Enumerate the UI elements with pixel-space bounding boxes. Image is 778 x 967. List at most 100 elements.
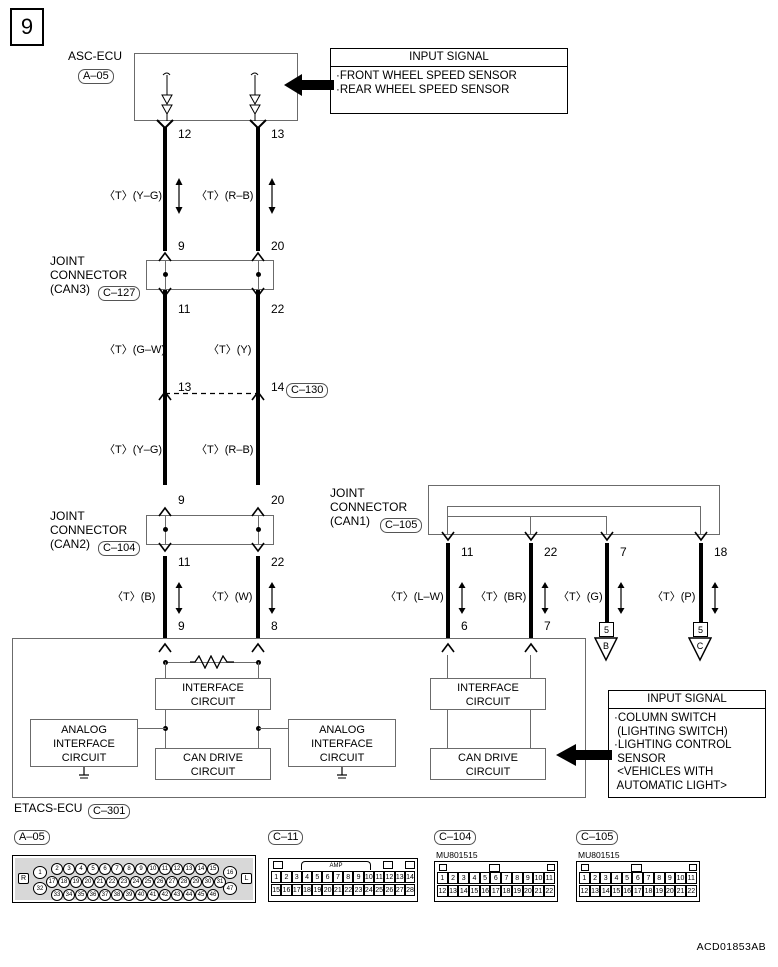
pin-cell: 23 — [353, 884, 364, 896]
wire-label-seg2-left: 〈T〉(G–W) — [104, 344, 166, 356]
pin-cell: 8 — [343, 871, 354, 883]
pin-cell: 9 — [135, 863, 147, 875]
pin-cell: 11 — [373, 871, 385, 883]
etacs-ecu-connector-tag: C–301 — [88, 801, 131, 819]
wire-can1-18 — [699, 543, 703, 623]
ground-box-c: 5 — [693, 622, 708, 637]
etacs-ecu-label: ETACS-ECU — [14, 801, 83, 815]
arrow-bidir-seg1-left-icon — [175, 178, 183, 214]
pin-cell: 19 — [312, 884, 323, 896]
pin-cell: 1 — [271, 871, 282, 883]
c130-connector-id: C–130 — [286, 383, 329, 398]
can1-drop-22 — [530, 516, 531, 535]
joint-can3-dot-right — [256, 272, 261, 277]
pin-cell: 8 — [123, 863, 135, 875]
etacs-analog-right: ANALOG INTERFACE CIRCUIT — [288, 719, 396, 767]
ground-b-number: 5 — [603, 624, 609, 635]
joint-can1-connector-id: C–105 — [380, 518, 423, 533]
pin-cell: 26 — [384, 884, 395, 896]
pin-cell: 1 — [579, 872, 590, 884]
pin-cell: 11 — [685, 872, 697, 884]
pin-cell: 17 — [490, 885, 502, 897]
connector-view-id-c11: C–11 — [268, 830, 304, 845]
can2-pin-top-right: 20 — [271, 493, 285, 507]
input-signal-top-box: INPUT SIGNAL ·FRONT WHEEL SPEED SENSOR ·… — [330, 48, 568, 114]
wire-label-seg3-left: 〈T〉(Y–G) — [104, 444, 163, 456]
input-signal-bottom-arrow-icon — [556, 744, 612, 766]
pin-cell: 14 — [458, 885, 470, 897]
pin-cell: 15 — [271, 884, 282, 896]
can3-pin-top-right: 20 — [271, 239, 285, 253]
pin-cell: 22 — [343, 884, 354, 896]
can3-pin-bot-right: 22 — [271, 302, 285, 316]
joint-can3-label-line2: CONNECTOR — [50, 268, 128, 282]
arrow-bidir-seg4-left-icon — [175, 582, 183, 614]
pin-cell: 6 — [99, 863, 111, 875]
joint-can1-connector-tag: C–105 — [380, 515, 423, 533]
pin-cell: 13 — [447, 885, 459, 897]
connector-view-id-c104: C–104 — [434, 830, 477, 845]
pin-cell: 12 — [171, 863, 183, 875]
pin-cell: 7 — [332, 871, 344, 883]
connector-view-tag-c104: C–104 — [434, 830, 477, 845]
arrowhead-can3-bot-right-icon — [251, 287, 265, 298]
etacs-left-drop-b — [258, 662, 259, 688]
pin-cell: 18 — [58, 876, 70, 888]
etacs-left-dot-d — [256, 726, 261, 731]
c130-pin-left: 13 — [178, 380, 192, 394]
pin-cell: 36 — [87, 889, 99, 901]
pin-cell: 3 — [63, 863, 75, 875]
wire-label-seg4-left: 〈T〉(B) — [112, 591, 156, 603]
pin-cell: 3 — [291, 871, 302, 883]
etacs-pin-9: 9 — [178, 619, 185, 633]
pin-cell: 14 — [600, 885, 612, 897]
pin-cell: 16 — [479, 885, 491, 897]
pin-cell: 4 — [469, 872, 480, 884]
can1-pin-7: 7 — [620, 545, 627, 559]
pin-cell: 2 — [51, 863, 63, 875]
pin-cell: 4 — [301, 871, 313, 883]
pin-cell: 35 — [75, 889, 87, 901]
joint-can1-label-line1: JOINT — [330, 486, 365, 500]
pin-cell: 3 — [458, 872, 470, 884]
joint-can2-label-line2: CONNECTOR — [50, 523, 128, 537]
arrowhead-can1-7-icon — [600, 531, 614, 542]
pin-cell: 13 — [183, 863, 195, 875]
pin-cell: 38 — [111, 889, 123, 901]
pin-cell: 6 — [490, 872, 502, 884]
etacs-left-mid-b — [258, 710, 259, 732]
c130-dashed-link — [165, 392, 259, 395]
asc-ecu-label: ASC-ECU — [68, 49, 123, 63]
pin-cell: 12 — [437, 885, 448, 897]
pin-cell: 7 — [643, 872, 654, 884]
arrowhead-can3-top-right-icon — [251, 251, 265, 262]
wire-can1-7 — [605, 543, 609, 623]
page-number: 9 — [20, 14, 34, 39]
arrowhead-can1-22-icon — [524, 531, 538, 542]
can1-pin-11: 11 — [461, 545, 474, 559]
can3-pin-top-left: 9 — [178, 239, 185, 253]
c104-tab-left — [439, 864, 447, 871]
joint-can1-box — [428, 485, 720, 535]
etacs-analog-right-label: ANALOG INTERFACE CIRCUIT — [311, 724, 373, 764]
pin-cell: 10 — [363, 871, 374, 883]
pin-cell: 2 — [281, 871, 292, 883]
wire-right-seg2 — [256, 289, 260, 395]
input-signal-bottom-lines: ·COLUMN SWITCH (LIGHTING SWITCH) ·LIGHTI… — [614, 712, 732, 792]
etacs-interface-left: INTERFACE CIRCUIT — [155, 678, 271, 710]
joint-can3-connector-tag: C–127 — [98, 283, 141, 301]
input-signal-top-lines: ·FRONT WHEEL SPEED SENSOR ·REAR WHEEL SP… — [336, 70, 517, 96]
joint-can2-connector-tag: C–104 — [98, 538, 141, 556]
etacs-left-low-b — [258, 732, 259, 748]
pin-cell: 27 — [394, 884, 405, 896]
asc-pin-13: 13 — [271, 127, 285, 141]
a05-pin-1: 1 — [33, 866, 47, 879]
pin-cell: 4 — [75, 863, 87, 875]
c11-tab-left — [273, 861, 283, 869]
pin-cell: 25 — [373, 884, 385, 896]
arrow-bidir-seg5-b-icon — [541, 582, 549, 614]
